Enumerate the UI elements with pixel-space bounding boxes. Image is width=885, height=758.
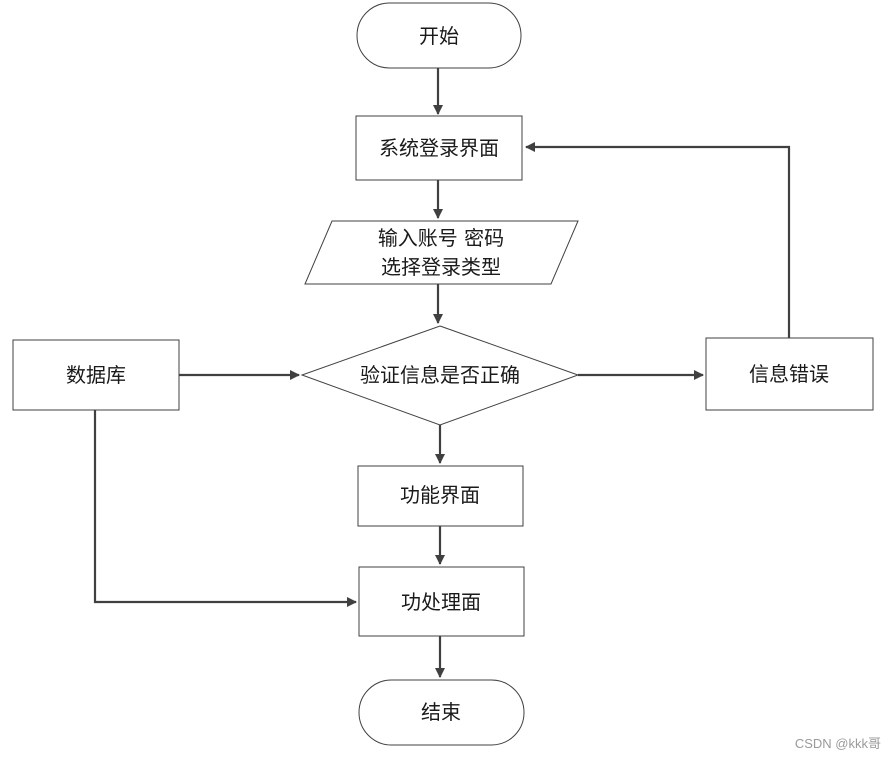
start-terminal: 开始	[356, 2, 522, 69]
end-label: 结束	[421, 700, 461, 724]
end-terminal: 结束	[358, 679, 525, 746]
process-page-box: 功处理面	[358, 566, 525, 637]
login-page-box: 系统登录界面	[355, 115, 523, 181]
process-page-label: 功处理面	[401, 590, 481, 614]
login-page-label: 系统登录界面	[379, 136, 499, 160]
input-label-line2: 选择登录类型	[381, 255, 501, 279]
verify-label: 验证信息是否正确	[360, 363, 520, 387]
input-parallelogram: 输入账号 密码 选择登录类型	[304, 220, 579, 285]
verify-decision: 验证信息是否正确	[300, 325, 580, 426]
database-box: 数据库	[12, 339, 180, 411]
function-page-box: 功能界面	[357, 465, 524, 527]
function-page-label: 功能界面	[400, 483, 480, 507]
database-label: 数据库	[66, 363, 126, 387]
watermark: CSDN @kkk哥	[795, 736, 881, 751]
error-box: 信息错误	[705, 337, 874, 411]
edge-database-to-process	[93, 410, 357, 607]
input-label-line1: 输入账号 密码	[378, 226, 504, 250]
start-label: 开始	[419, 24, 459, 48]
error-label: 信息错误	[749, 362, 829, 386]
edge-error-to-login	[525, 142, 791, 338]
